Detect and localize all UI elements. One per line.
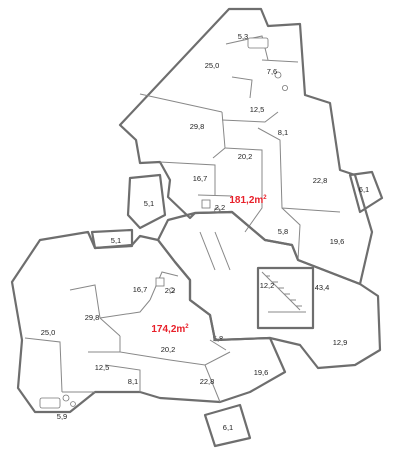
lower-apartment[interactable]: 16,7 2,2 29,8 25,0 20,2 5,8 12,5 8,1 22,…	[10, 230, 287, 421]
room-area: 5,8	[213, 334, 223, 343]
room-area: 5,1	[144, 199, 154, 208]
sink-icon	[62, 394, 70, 402]
room-area: 6,1	[359, 185, 369, 194]
stair-icon	[256, 266, 315, 330]
room-area: 5,9	[57, 412, 67, 421]
sink-icon	[274, 71, 282, 79]
room-area: 12,2	[260, 281, 275, 290]
balcony: 5,1	[126, 173, 167, 230]
room-area: 2,2	[215, 203, 225, 212]
room-area: 20,2	[238, 152, 253, 161]
room-area: 19,6	[254, 368, 269, 377]
room-area: 25,0	[41, 328, 56, 337]
room-area: 2,2	[165, 286, 175, 295]
room-area: 22,8	[200, 377, 215, 386]
apartment-total-area: 181,2m2	[229, 195, 267, 206]
room-area: 43,4	[315, 283, 330, 292]
balcony: 6,1	[203, 403, 252, 448]
room-area: 8,1	[278, 128, 288, 137]
room-area: 19,6	[330, 237, 345, 246]
balcony: 6,1	[348, 170, 384, 214]
room-area: 12,9	[333, 338, 348, 347]
room-area: 25,0	[205, 61, 220, 70]
room-area: 29,8	[85, 313, 100, 322]
room-area: 6,1	[223, 423, 233, 432]
shower-icon	[201, 199, 211, 209]
room-area: 22,8	[313, 176, 328, 185]
room-area: 12,5	[95, 363, 110, 372]
upper-apartment[interactable]: 5,3 25,0 7,6 12,5 29,8 8,1 20,2 16,7 22,…	[118, 7, 374, 286]
room-area: 29,8	[190, 122, 205, 131]
bathtub-icon	[247, 37, 269, 49]
room-area: 20,2	[161, 345, 176, 354]
apartment-total-area: 174,2m2	[151, 324, 189, 335]
common-core: 12,2 43,4 12,9	[156, 210, 382, 370]
room-area: 16,7	[133, 285, 148, 294]
room-area: 5,3	[238, 32, 248, 41]
toilet-icon	[70, 401, 76, 407]
balcony: 5,1	[90, 228, 134, 250]
lower-apartment-area[interactable]	[10, 230, 287, 414]
toilet-icon	[169, 287, 175, 293]
toilet-icon	[281, 85, 288, 92]
room-area: 5,1	[111, 236, 121, 245]
room-area: 7,6	[267, 67, 277, 76]
room-area: 16,7	[193, 174, 208, 183]
room-area: 8,1	[128, 377, 138, 386]
bathtub-icon	[39, 397, 61, 409]
room-area: 5,8	[278, 227, 288, 236]
shower-icon	[155, 277, 165, 287]
room-area: 12,5	[250, 105, 265, 114]
